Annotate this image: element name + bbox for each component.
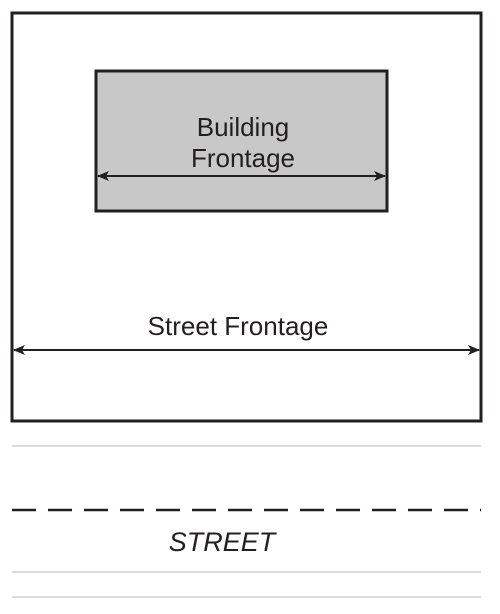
street-frontage-label: Street Frontage (148, 311, 329, 341)
building-footprint (94, 69, 389, 213)
building-frontage-label-line2: Frontage (191, 143, 295, 173)
street-label: STREET (169, 527, 278, 557)
building-frontage-label-line1: Building (197, 112, 290, 142)
